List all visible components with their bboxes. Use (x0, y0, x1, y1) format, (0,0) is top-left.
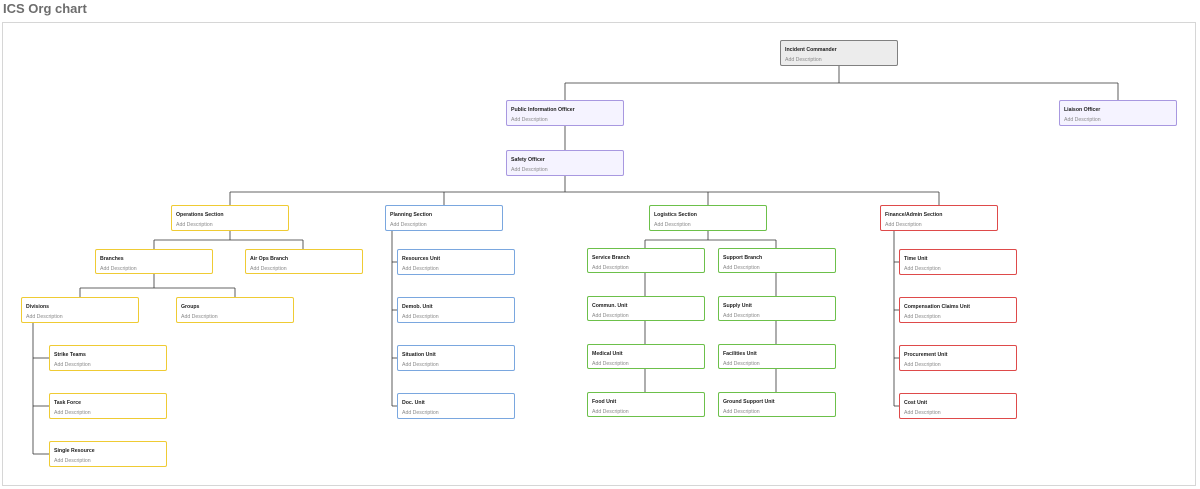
node-description: Add Description (402, 362, 439, 368)
node-title: Single Resource (54, 448, 95, 454)
node-title: Compensation Claims Unit (904, 304, 971, 310)
node-title: Support Branch (723, 255, 763, 261)
node-planning-section[interactable]: Planning Section Add Description (385, 205, 503, 231)
node-doc-unit[interactable]: Doc. Unit Add Description (397, 393, 515, 419)
node-divisions[interactable]: Divisions Add Description (21, 297, 139, 323)
node-resources-unit[interactable]: Resources Unit Add Description (397, 249, 515, 275)
node-description: Add Description (402, 314, 439, 320)
node-description: Add Description (885, 222, 922, 228)
node-situation-unit[interactable]: Situation Unit Add Description (397, 345, 515, 371)
node-strike-teams[interactable]: Strike Teams Add Description (49, 345, 167, 371)
node-title: Food Unit (592, 399, 617, 405)
node-description: Add Description (904, 266, 941, 272)
node-finance-admin-section[interactable]: Finance/Admin Section Add Description (880, 205, 998, 231)
node-facilities-unit[interactable]: Facilities Unit Add Description (718, 344, 836, 369)
node-logistics-section[interactable]: Logistics Section Add Description (649, 205, 767, 231)
node-liaison-officer[interactable]: Liaison Officer Add Description (1059, 100, 1177, 126)
node-service-branch[interactable]: Service Branch Add Description (587, 248, 705, 273)
node-title: Branches (100, 256, 124, 262)
node-ground-support-unit[interactable]: Ground Support Unit Add Description (718, 392, 836, 417)
node-title: Finance/Admin Section (885, 212, 943, 218)
node-description: Add Description (54, 458, 91, 464)
node-description: Add Description (100, 266, 137, 272)
diagram-canvas (2, 22, 1196, 486)
node-description: Add Description (723, 361, 760, 367)
node-title: Commun. Unit (592, 303, 628, 309)
node-supply-unit[interactable]: Supply Unit Add Description (718, 296, 836, 321)
node-title: Medical Unit (592, 351, 623, 357)
node-commun-unit[interactable]: Commun. Unit Add Description (587, 296, 705, 321)
node-description: Add Description (592, 361, 629, 367)
node-support-branch[interactable]: Support Branch Add Description (718, 248, 836, 273)
node-demob-unit[interactable]: Demob. Unit Add Description (397, 297, 515, 323)
node-description: Add Description (511, 117, 548, 123)
node-title: Cost Unit (904, 400, 928, 406)
node-description: Add Description (511, 167, 548, 173)
node-title: Strike Teams (54, 352, 86, 358)
node-title: Task Force (54, 400, 82, 406)
node-description: Add Description (904, 362, 941, 368)
node-procurement-unit[interactable]: Procurement Unit Add Description (899, 345, 1017, 371)
node-title: Public Information Officer (511, 107, 575, 113)
node-food-unit[interactable]: Food Unit Add Description (587, 392, 705, 417)
node-description: Add Description (654, 222, 691, 228)
node-description: Add Description (390, 222, 427, 228)
node-title: Demob. Unit (402, 304, 433, 310)
page-title: ICS Org chart (3, 1, 87, 16)
node-public-information-officer[interactable]: Public Information Officer Add Descripti… (506, 100, 624, 126)
node-title: Situation Unit (402, 352, 436, 358)
node-description: Add Description (904, 410, 941, 416)
node-description: Add Description (592, 409, 629, 415)
node-compensation-claims-unit[interactable]: Compensation Claims Unit Add Description (899, 297, 1017, 323)
node-title: Planning Section (390, 212, 433, 218)
node-description: Add Description (1064, 117, 1101, 123)
node-incident-commander[interactable]: Incident Commander Add Description (780, 40, 898, 66)
node-description: Add Description (592, 265, 629, 271)
node-title: Divisions (26, 304, 50, 310)
node-single-resource[interactable]: Single Resource Add Description (49, 441, 167, 467)
node-title: Facilities Unit (723, 351, 757, 357)
node-description: Add Description (723, 409, 760, 415)
node-task-force[interactable]: Task Force Add Description (49, 393, 167, 419)
node-description: Add Description (723, 265, 760, 271)
node-title: Time Unit (904, 256, 928, 262)
node-description: Add Description (54, 410, 91, 416)
node-description: Add Description (54, 362, 91, 368)
node-medical-unit[interactable]: Medical Unit Add Description (587, 344, 705, 369)
node-branches[interactable]: Branches Add Description (95, 249, 213, 274)
node-title: Doc. Unit (402, 400, 425, 406)
node-air-ops-branch[interactable]: Air Ops Branch Add Description (245, 249, 363, 274)
node-safety-officer[interactable]: Safety Officer Add Description (506, 150, 624, 176)
node-title: Operations Section (176, 212, 224, 218)
node-time-unit[interactable]: Time Unit Add Description (899, 249, 1017, 275)
node-description: Add Description (176, 222, 213, 228)
node-groups[interactable]: Groups Add Description (176, 297, 294, 323)
node-title: Safety Officer (511, 157, 545, 163)
node-title: Ground Support Unit (723, 399, 775, 405)
node-title: Logistics Section (654, 212, 697, 218)
node-description: Add Description (26, 314, 63, 320)
node-description: Add Description (785, 57, 822, 63)
node-description: Add Description (592, 313, 629, 319)
node-description: Add Description (402, 266, 439, 272)
node-title: Incident Commander (785, 47, 837, 53)
node-title: Liaison Officer (1064, 107, 1101, 113)
node-description: Add Description (402, 410, 439, 416)
node-description: Add Description (250, 266, 287, 272)
node-title: Service Branch (592, 255, 630, 261)
node-title: Procurement Unit (904, 352, 948, 358)
node-title: Groups (181, 304, 200, 310)
node-description: Add Description (181, 314, 218, 320)
node-operations-section[interactable]: Operations Section Add Description (171, 205, 289, 231)
node-title: Resources Unit (402, 256, 441, 262)
node-description: Add Description (723, 313, 760, 319)
node-title: Air Ops Branch (250, 256, 289, 262)
node-description: Add Description (904, 314, 941, 320)
node-title: Supply Unit (723, 303, 752, 309)
node-cost-unit[interactable]: Cost Unit Add Description (899, 393, 1017, 419)
